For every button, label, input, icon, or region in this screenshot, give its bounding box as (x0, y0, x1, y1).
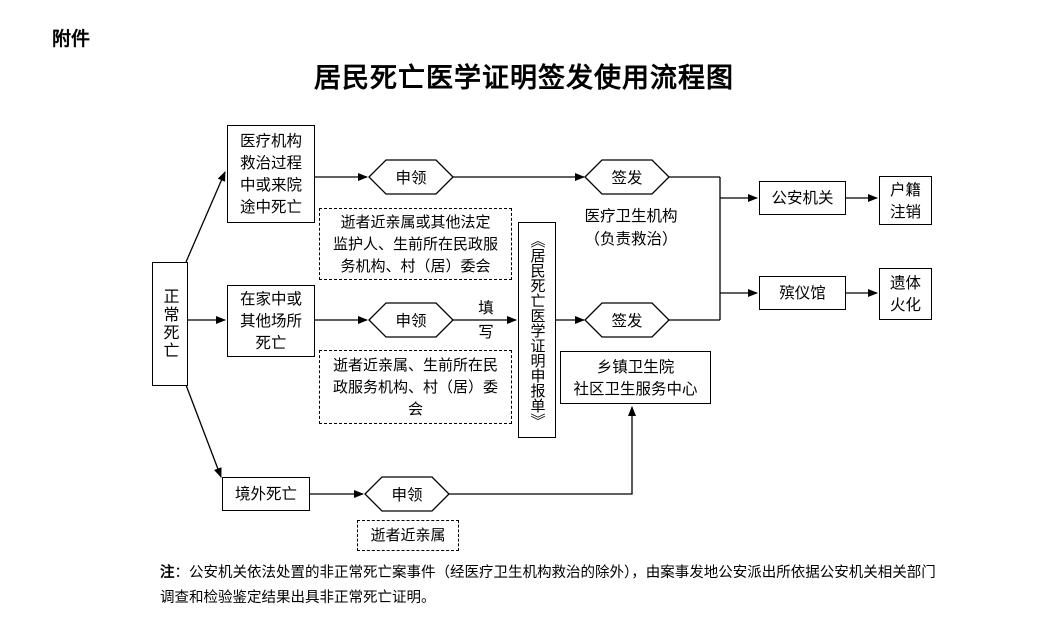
hospital-death-box: 医疗机构 救治过程 中或来院 途中死亡 (227, 125, 315, 223)
township-center-box: 乡镇卫生院 社区卫生服务中心 (560, 351, 711, 404)
sign-label-2: 签发 (611, 312, 643, 330)
cremation-box: 遗体 火化 (879, 268, 932, 320)
overseas-death-box: 境外死亡 (222, 477, 310, 511)
sign-label-1: 签发 (611, 169, 643, 187)
police-box: 公安机关 (759, 181, 846, 215)
applicants-box-3: 逝者近亲属 (357, 520, 459, 551)
footnote-prefix: 注 (160, 564, 175, 581)
normal-death-box: 正常死亡 (152, 262, 188, 386)
applicants-box-2: 逝者近亲属、生前所在民 政服务机构、村（居）委 会 (319, 350, 512, 424)
funeral-home-box: 殡仪馆 (759, 276, 846, 310)
apply-label-3: 申领 (391, 486, 423, 504)
attachment-label: 附件 (52, 28, 91, 50)
household-cancel-box: 户籍 注销 (879, 176, 932, 225)
fill-in-label: 填 写 (478, 299, 494, 341)
declaration-form-box: 《居民死亡医学证明申报单》 (518, 222, 556, 438)
footnote-text: ：公安机关依法处置的非正常死亡案事件（经医疗卫生机构救治的除外），由案事发地公安… (160, 565, 936, 606)
home-death-box: 在家中或 其他场所 死亡 (227, 285, 315, 357)
apply-label-2: 申领 (395, 312, 427, 330)
footnote: 注：公安机关依法处置的非正常死亡案事件（经医疗卫生机构救治的除外），由案事发地公… (160, 560, 940, 611)
applicants-box-1: 逝者近亲属或其他法定 监护人、生前所在民政服 务机构、村（居）委会 (319, 208, 512, 280)
medical-institution-box: 医疗卫生机构 （负责救治） (570, 201, 692, 255)
apply-label-1: 申领 (395, 169, 427, 187)
page-title: 居民死亡医学证明签发使用流程图 (314, 63, 734, 94)
